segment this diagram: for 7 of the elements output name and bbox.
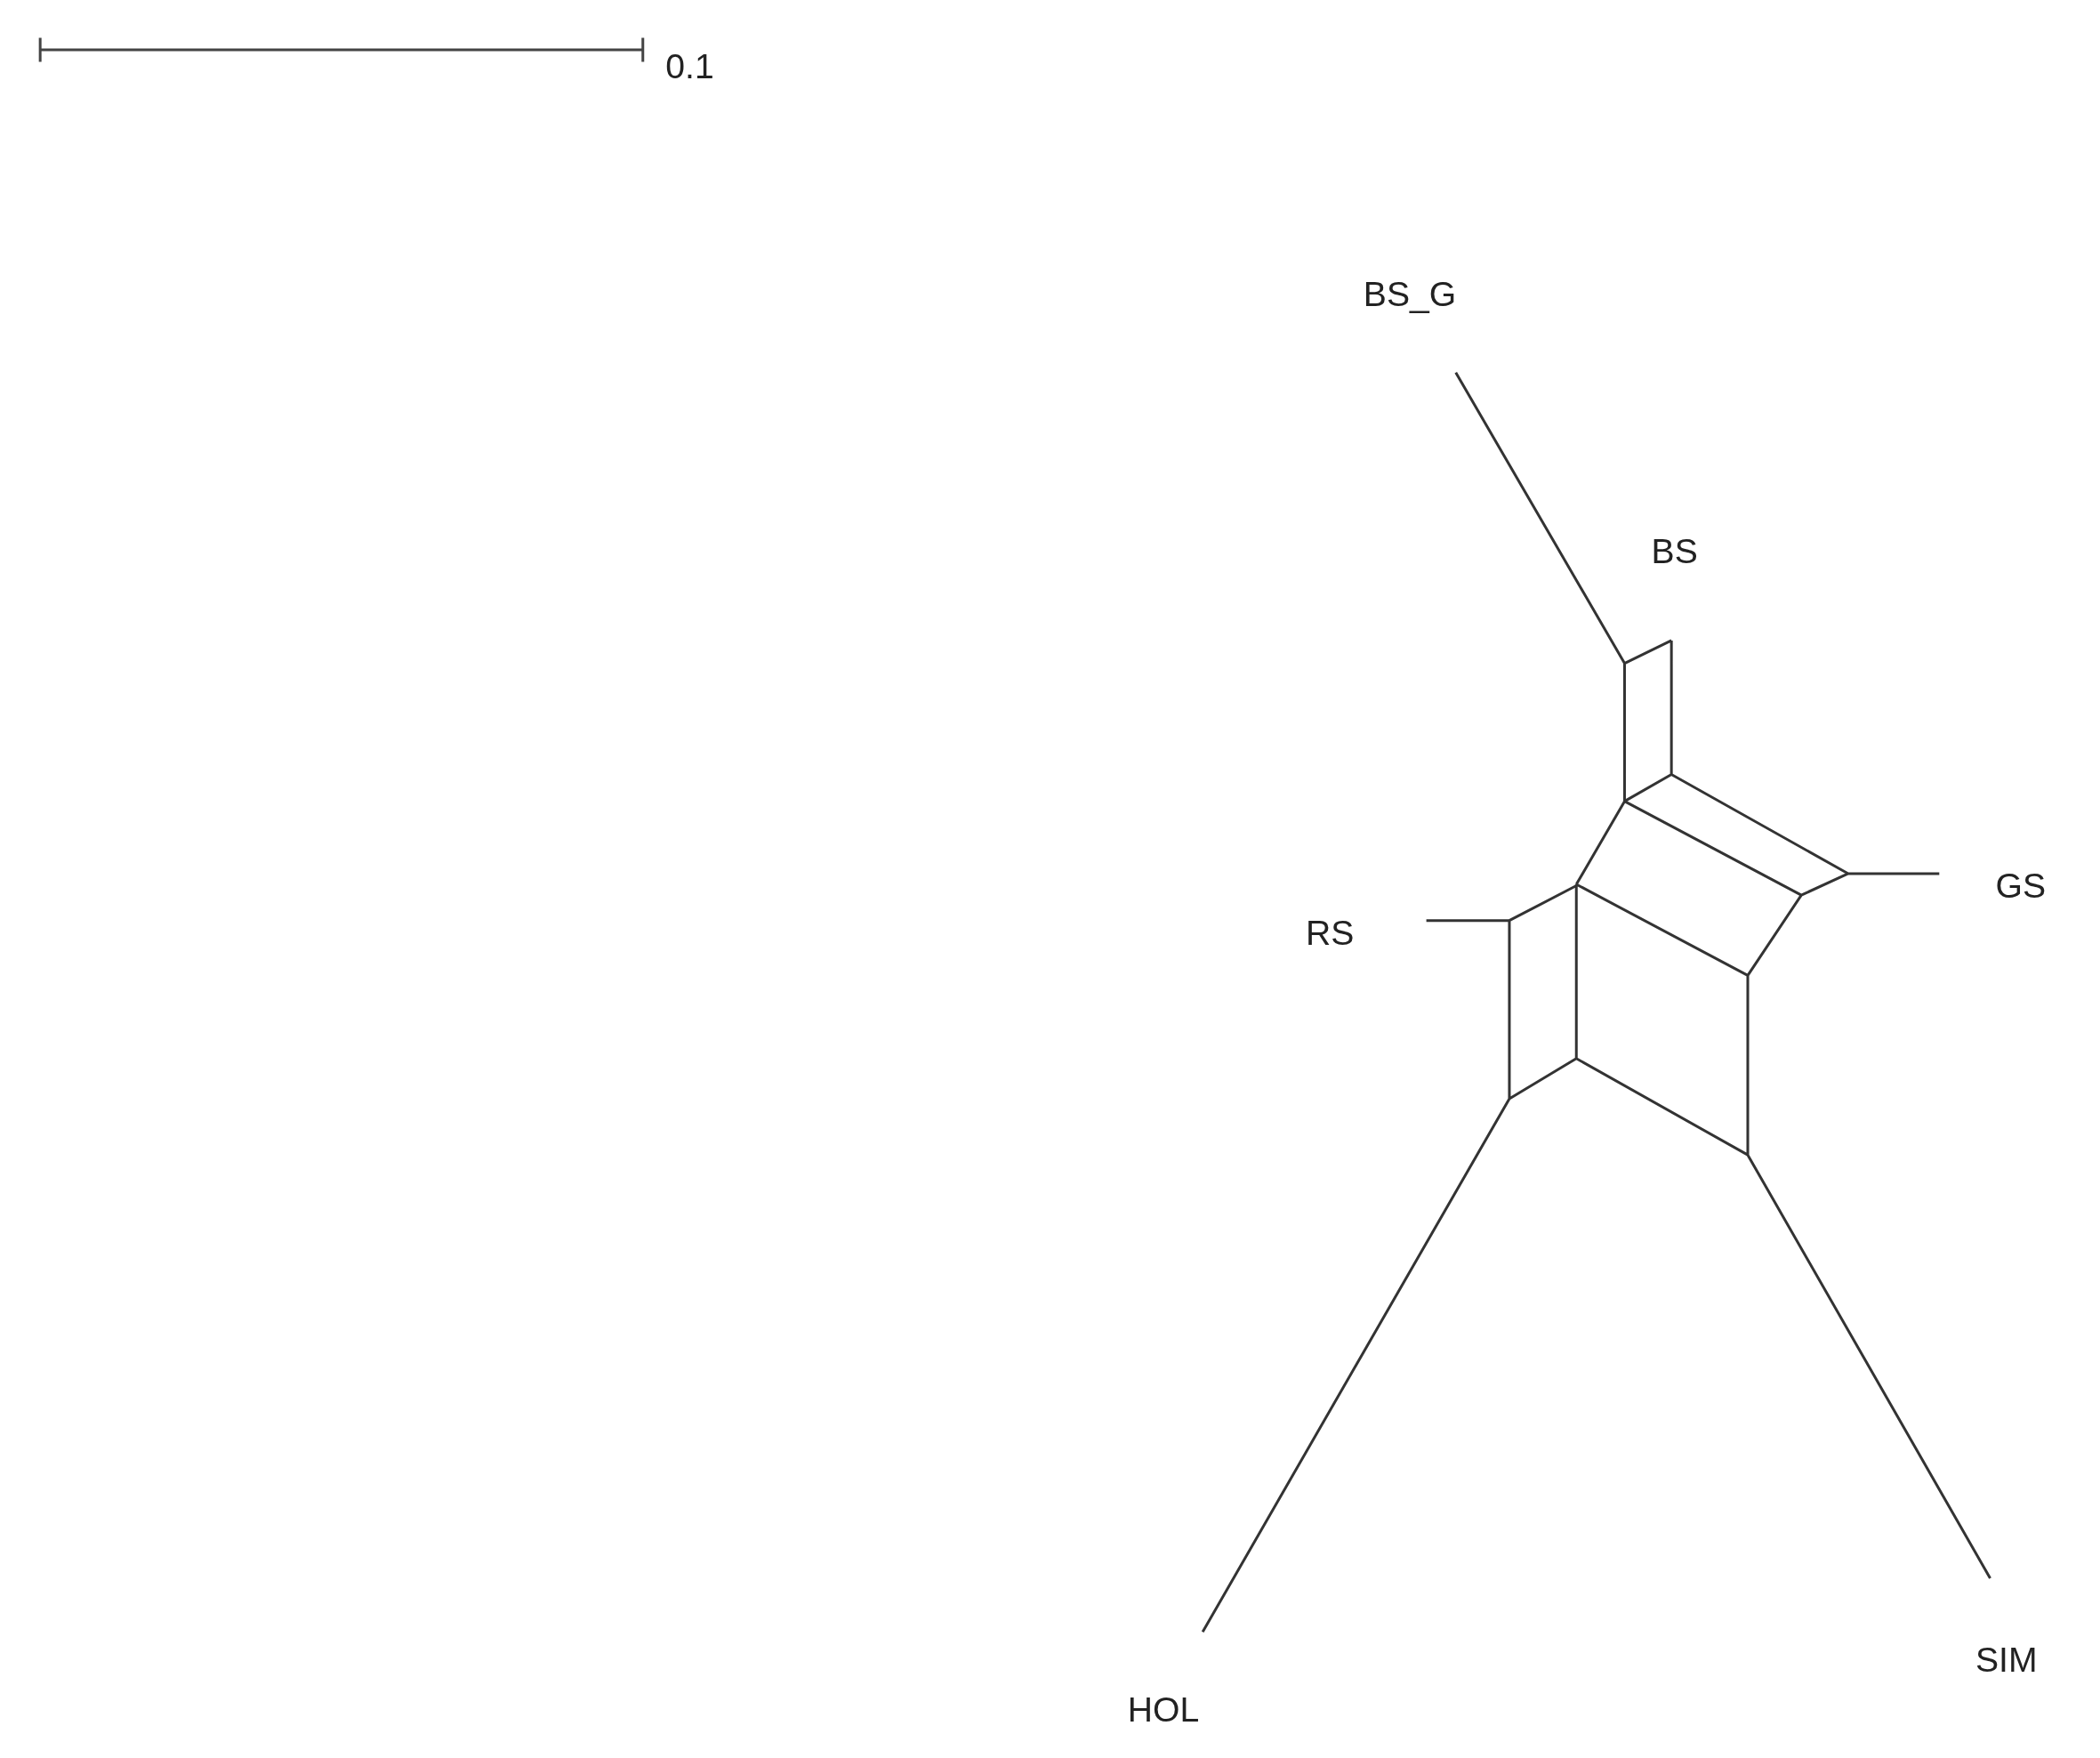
scale-label: 0.1 xyxy=(665,46,714,85)
taxon-label: BS_G xyxy=(1363,274,1457,313)
taxon-label: SIM xyxy=(1975,1641,2038,1680)
taxon-label: RS xyxy=(1306,913,1355,952)
taxon-label: GS xyxy=(1995,867,2047,906)
taxon-label: HOL xyxy=(1127,1690,1200,1730)
taxon-label: BS xyxy=(1651,531,1698,570)
